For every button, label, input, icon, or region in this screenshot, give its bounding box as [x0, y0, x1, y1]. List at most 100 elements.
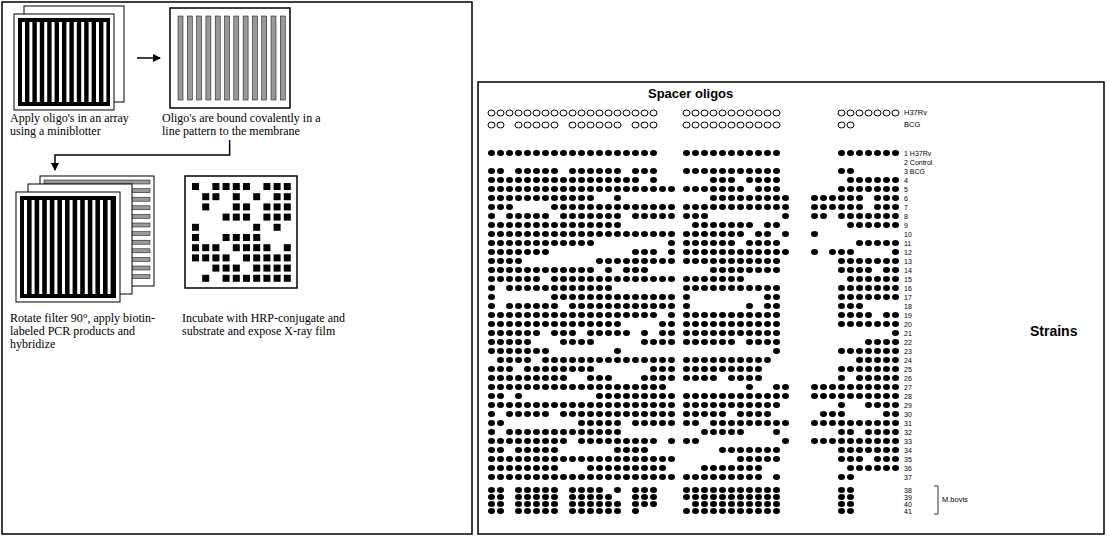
spot — [578, 384, 585, 390]
spot — [587, 501, 594, 507]
spot — [650, 177, 657, 183]
spot — [755, 285, 762, 291]
spot — [683, 312, 690, 318]
spot — [497, 494, 504, 500]
row-label: BCG — [904, 121, 920, 129]
spot — [856, 447, 863, 453]
spot — [488, 122, 495, 128]
hybrid-square — [274, 183, 281, 190]
spot — [847, 447, 854, 453]
axis-label: Strains — [1030, 324, 1077, 338]
spot — [560, 312, 567, 318]
spot — [737, 231, 744, 237]
spot — [533, 122, 540, 128]
spot — [773, 285, 780, 291]
spot — [856, 357, 863, 363]
spot — [755, 494, 762, 500]
hybrid-square — [233, 265, 240, 272]
spot — [659, 474, 666, 480]
slot — [22, 22, 25, 102]
spot — [692, 168, 699, 174]
spot — [874, 429, 881, 435]
spot — [623, 456, 630, 462]
spot — [587, 240, 594, 246]
spot — [838, 122, 845, 128]
spot — [728, 375, 735, 381]
spot — [829, 420, 836, 426]
spot — [614, 110, 621, 116]
spot — [746, 222, 753, 228]
spot — [605, 330, 612, 336]
spot — [641, 231, 648, 237]
spot — [746, 393, 753, 399]
spot — [524, 402, 531, 408]
spot — [587, 303, 594, 309]
spot — [874, 321, 881, 327]
hybrid-square — [253, 254, 260, 261]
spot — [883, 222, 890, 228]
step-caption: Rotate filter 90°, apply biotin-labeled … — [10, 312, 175, 351]
hybrid-square — [274, 254, 281, 261]
spot — [838, 150, 845, 156]
spot — [578, 357, 585, 363]
spot — [506, 195, 513, 201]
spot — [856, 456, 863, 462]
spot — [874, 375, 881, 381]
spot — [746, 384, 753, 390]
spot — [614, 501, 621, 507]
spot — [773, 384, 780, 390]
spot — [710, 494, 717, 500]
spot — [710, 186, 717, 192]
row-label: 7 — [904, 204, 908, 211]
spot — [710, 150, 717, 156]
spot — [650, 258, 657, 264]
spot — [569, 186, 576, 192]
spot — [551, 150, 558, 156]
spot — [596, 186, 603, 192]
spot — [773, 195, 780, 201]
spot — [596, 222, 603, 228]
spot — [764, 186, 771, 192]
spot — [632, 393, 639, 399]
spot — [719, 285, 726, 291]
spot — [764, 285, 771, 291]
spot — [569, 177, 576, 183]
spot — [587, 420, 594, 426]
spot — [719, 276, 726, 282]
spot — [497, 393, 504, 399]
spot — [614, 122, 621, 128]
spot — [497, 447, 504, 453]
spot — [737, 487, 744, 493]
spot — [506, 303, 513, 309]
spot — [856, 438, 863, 444]
spot — [874, 438, 881, 444]
spot — [650, 204, 657, 210]
spot — [524, 321, 531, 327]
step-panel: Apply oligo's in an array using a minibl… — [10, 4, 135, 138]
spot — [719, 122, 726, 128]
spot — [560, 267, 567, 273]
spot — [892, 285, 899, 291]
spot — [587, 429, 594, 435]
spot — [497, 339, 504, 345]
spot — [578, 276, 585, 282]
spot — [515, 501, 522, 507]
spot — [515, 213, 522, 219]
spot — [515, 447, 522, 453]
spot — [773, 150, 780, 156]
spot — [865, 294, 872, 300]
spot — [746, 487, 753, 493]
spot — [719, 204, 726, 210]
spot — [683, 402, 690, 408]
hybrid-square — [263, 183, 270, 190]
spot — [773, 474, 780, 480]
spot — [746, 195, 753, 201]
spot — [728, 168, 735, 174]
spot — [865, 110, 872, 116]
spot — [533, 249, 540, 255]
spot — [683, 375, 690, 381]
spot — [692, 438, 699, 444]
spot — [632, 447, 639, 453]
row-label: 19 — [904, 312, 912, 319]
